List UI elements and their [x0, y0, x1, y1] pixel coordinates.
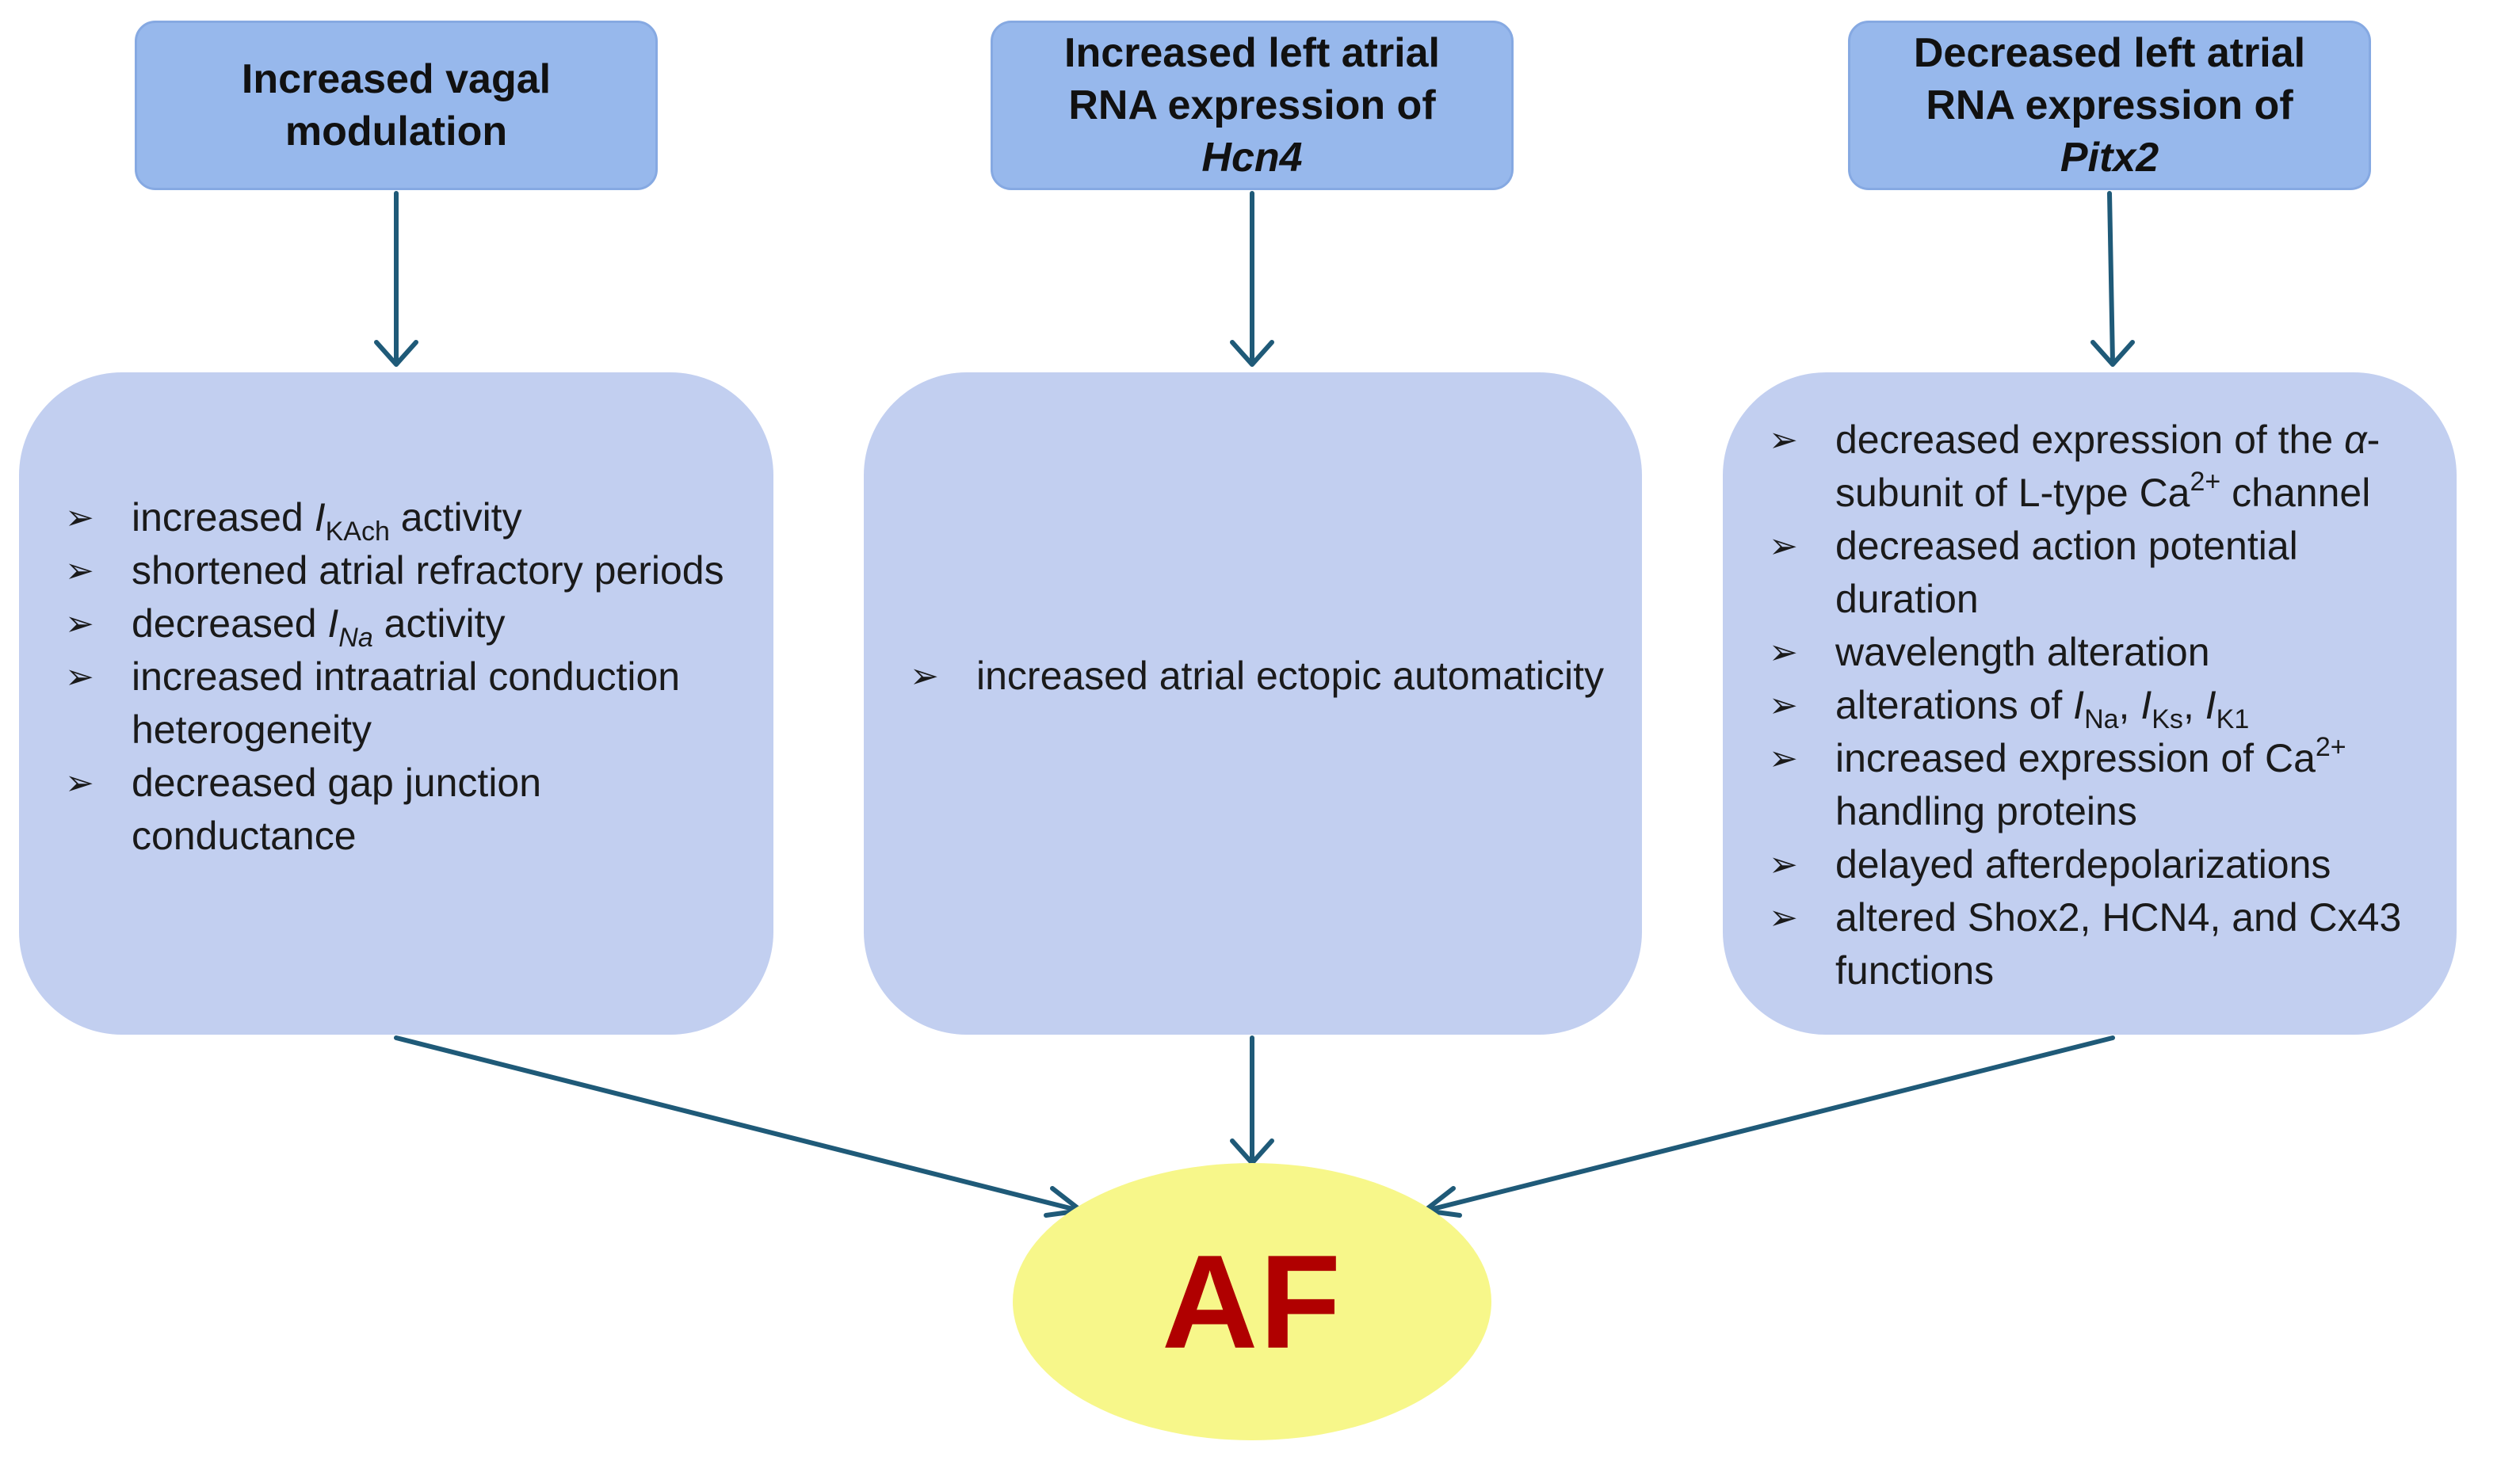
arrowhead-bullet-icon: ➢: [65, 764, 94, 803]
list-item-text: increased: [132, 495, 315, 540]
list-item-text: alterations of: [1835, 683, 2074, 727]
af-label: AF: [1162, 1226, 1342, 1376]
list-item-text: ,: [2118, 683, 2141, 727]
list-item: ➢ increased IKAch activity: [19, 491, 773, 547]
list-item-text: delayed afterdepolarizations: [1835, 842, 2331, 887]
list-item-text: ,: [2182, 683, 2205, 727]
arrowhead-bullet-icon: ➢: [65, 658, 94, 696]
arrow-vagal-to-details: [374, 191, 418, 367]
arrowhead-bullet-icon: ➢: [65, 498, 94, 537]
list-item: ➢ decreased action potential duration: [1723, 520, 2457, 626]
header-vagal-line2: modulation: [284, 109, 508, 154]
header-pitx2-line1: Decreased left atrial: [1913, 30, 2306, 76]
arrowhead-bullet-icon: ➢: [1769, 739, 1798, 778]
header-hcn4-line2: RNA expression of: [1068, 82, 1436, 128]
header-hcn4-expression: Increased left atrial RNA expression of …: [991, 21, 1514, 190]
list-item-text: Na: [338, 623, 373, 653]
list-item-text: Na: [2084, 704, 2119, 734]
list-item-text: I: [327, 601, 339, 646]
list-item-text: α: [2344, 418, 2367, 462]
list-item: ➢alterations of INa, IKs, IK1: [1723, 679, 2457, 734]
list-item-text: 2+: [2315, 732, 2346, 762]
list-item-text: KAch: [325, 517, 390, 547]
arrow-pitx2-to-details: [2090, 191, 2135, 367]
header-pitx2-gene: Pitx2: [2060, 135, 2159, 181]
arrowhead-bullet-icon: ➢: [1769, 845, 1798, 884]
list-item: ➢ shortened atrial refractory periods: [19, 544, 773, 597]
list-item-text: I: [314, 495, 326, 540]
list-item-text: increased expression of Ca: [1835, 736, 2316, 780]
af-outcome-ellipse: AF: [1013, 1163, 1491, 1440]
list-item-text: increased atrial ectopic automaticity: [976, 654, 1605, 698]
arrowhead-bullet-icon: ➢: [1769, 898, 1798, 937]
list-item-text: decreased action potential duration: [1835, 524, 2298, 621]
list-item-text: decreased expression of the: [1835, 418, 2345, 462]
arrowhead-bullet-icon: ➢: [1769, 686, 1798, 725]
list-item-text: increased intraatrial conduction heterog…: [132, 654, 681, 752]
pitx2-effects-list: ➢ decreased expression of the α-subunit o…: [1723, 414, 2457, 997]
list-item: ➢ decreased expression of the α-subunit o…: [1723, 414, 2457, 520]
list-item: ➢ increased intraatrial conduction hetero…: [19, 650, 773, 757]
list-item-text: K1: [2216, 704, 2250, 734]
header-vagal-modulation: Increased vagal modulation: [135, 21, 658, 190]
header-pitx2-line2: RNA expression of: [1926, 82, 2293, 128]
arrowhead-bullet-icon: ➢: [910, 657, 939, 696]
header-vagal-line1: Increased vagal: [241, 56, 552, 102]
list-item: ➢ decreased gap junction conductance: [19, 757, 773, 863]
list-item: ➢ increased expression of Ca2+ handling p…: [1723, 732, 2457, 838]
arrowhead-bullet-icon: ➢: [65, 551, 94, 590]
list-item-text: altered Shox2, HCN4, and Cx43 functions: [1835, 895, 2402, 993]
list-item-text: handling proteins: [1835, 789, 2137, 833]
header-pitx2-expression: Decreased left atrial RNA expression of …: [1848, 21, 2371, 190]
hcn4-effects-list: ➢ increased atrial ectopic automaticity: [864, 650, 1642, 703]
arrowhead-bullet-icon: ➢: [65, 604, 94, 643]
list-item: ➢ wavelength alteration: [1723, 626, 2457, 679]
arrowhead-bullet-icon: ➢: [1769, 633, 1798, 672]
list-item-text: I: [2073, 683, 2085, 727]
list-item-text: decreased gap junction conductance: [132, 761, 542, 858]
arrow-pitx2-to-af: [1422, 1035, 2115, 1218]
details-hcn4: ➢ increased atrial ectopic automaticity: [864, 372, 1642, 1035]
list-item-text: decreased: [132, 601, 328, 646]
list-item: ➢ decreased INa activity: [19, 597, 773, 653]
header-hcn4-line1: Increased left atrial: [1064, 30, 1440, 76]
list-item: ➢ increased atrial ectopic automaticity: [864, 650, 1642, 703]
arrowhead-bullet-icon: ➢: [1769, 527, 1798, 566]
list-item: ➢ delayed afterdepolarizations: [1723, 838, 2457, 891]
details-pitx2: ➢ decreased expression of the α-subunit o…: [1723, 372, 2457, 1035]
list-item-text: I: [2205, 683, 2216, 727]
details-vagal: ➢increased IKAch activity➢shortened atri…: [19, 372, 773, 1035]
list-item-text: shortened atrial refractory periods: [132, 548, 724, 593]
list-item-text: 2+: [2190, 467, 2221, 497]
list-item-text: activity: [372, 601, 506, 646]
arrow-hcn4-to-details: [1230, 191, 1274, 367]
arrow-hcn4-to-af: [1230, 1035, 1274, 1165]
list-item-text: wavelength alteration: [1835, 630, 2210, 674]
header-hcn4-gene: Hcn4: [1201, 135, 1303, 181]
arrowhead-bullet-icon: ➢: [1769, 421, 1798, 460]
list-item-text: activity: [389, 495, 522, 540]
list-item: ➢ altered Shox2, HCN4, and Cx43 functions: [1723, 891, 2457, 997]
arrow-vagal-to-af: [394, 1035, 1083, 1218]
vagal-effects-list: ➢increased IKAch activity➢shortened atri…: [19, 491, 773, 863]
list-item-text: Ks: [2152, 704, 2183, 734]
list-item-text: I: [2140, 683, 2152, 727]
list-item-text: -subunit of L-type Ca: [1835, 418, 2381, 515]
list-item-text: channel: [2220, 471, 2371, 515]
